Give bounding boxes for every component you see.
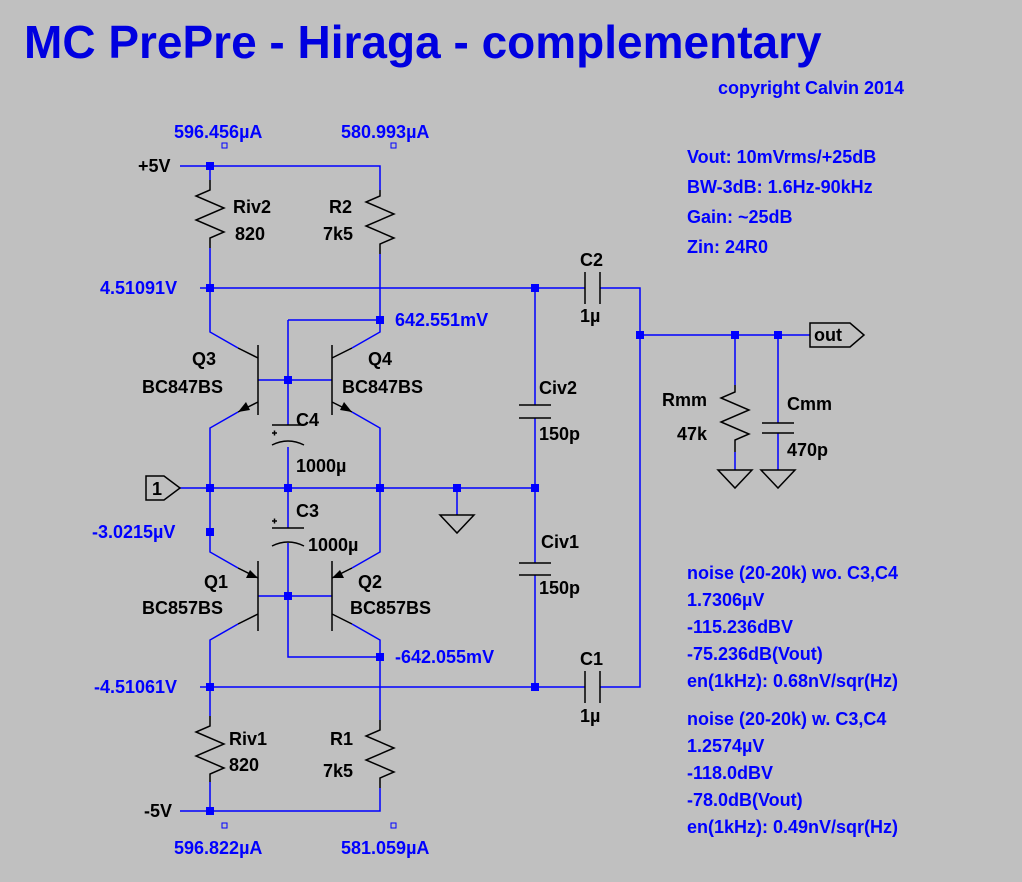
spec-block: Vout: 10mVrms/+25dB BW-3dB: 1.6Hz-90kHz … [687,147,876,257]
spec-zin: Zin: 24R0 [687,237,768,257]
c1-value: 1µ [580,706,600,726]
capacitor-c4-symbol [271,424,305,446]
probe-current-r1: 581.059µA [341,838,429,858]
probe-voltage-q2-collector: -642.055mV [395,647,494,667]
copyright-text: copyright Calvin 2014 [718,78,904,98]
c1-name: C1 [580,649,603,669]
input-port: 1 [145,475,182,501]
transistor-q3-symbol [237,345,259,415]
noise-with-block: noise (20-20k) w. C3,C4 1.2574µV -118.0d… [687,709,898,837]
output-port: out [809,322,866,348]
riv2-name: Riv2 [233,197,271,217]
input-port-label: 1 [152,479,162,499]
q2-value: BC857BS [350,598,431,618]
noise-w-title: noise (20-20k) w. C3,C4 [687,709,886,729]
noise-wo-volts: 1.7306µV [687,590,764,610]
spec-gain: Gain: ~25dB [687,207,793,227]
q4-value: BC847BS [342,377,423,397]
capacitor-civ2-symbol [519,404,551,419]
rmm-value: 47k [677,424,708,444]
supply-positive-label: +5V [138,156,171,176]
ground-symbol-cmm [759,469,797,490]
q1-value: BC857BS [142,598,223,618]
noise-w-en: en(1kHz): 0.49nV/sqr(Hz) [687,817,898,837]
civ1-value: 150p [539,578,580,598]
riv1-name: Riv1 [229,729,267,749]
resistor-riv1-symbol [194,716,226,782]
probe-voltage-q4-collector: 642.551mV [395,310,488,330]
probe-voltage-bottom: -4.51061V [94,677,177,697]
civ2-value: 150p [539,424,580,444]
noise-wo-dbv: -115.236dBV [687,617,793,637]
cmm-value: 470p [787,440,828,460]
riv1-value: 820 [229,755,259,775]
cmm-name: Cmm [787,394,832,414]
noise-wo-title: noise (20-20k) wo. C3,C4 [687,563,898,583]
spec-bandwidth: BW-3dB: 1.6Hz-90kHz [687,177,873,197]
c2-name: C2 [580,250,603,270]
r1-name: R1 [330,729,353,749]
transistor-q2-symbol [331,561,353,631]
probe-current-riv2: 596.456µA [174,122,262,142]
resistor-riv2-symbol [194,180,226,248]
civ2-name: Civ2 [539,378,577,398]
c3-name: C3 [296,501,319,521]
r2-name: R2 [329,197,352,217]
rmm-name: Rmm [662,390,707,410]
junction-dots [206,162,782,815]
output-port-label: out [814,325,842,345]
probe-current-r2: 580.993µA [341,122,429,142]
transistor-q4-symbol [331,345,353,415]
ground-symbol-rmm [716,469,754,490]
capacitor-c1-symbol [584,671,601,703]
civ1-name: Civ1 [541,532,579,552]
transistor-q1-symbol [237,561,259,631]
q3-name: Q3 [192,349,216,369]
noise-w-volts: 1.2574µV [687,736,764,756]
probe-markers [221,142,397,829]
capacitor-civ1-symbol [519,562,551,576]
spec-vout: Vout: 10mVrms/+25dB [687,147,876,167]
noise-wo-en: en(1kHz): 0.68nV/sqr(Hz) [687,671,898,691]
resistor-r2-symbol [364,190,396,254]
capacitor-c3-symbol [271,518,305,547]
probe-current-riv1: 596.822µA [174,838,262,858]
noise-wo-db-vout: -75.236dB(Vout) [687,644,823,664]
c4-name: C4 [296,410,319,430]
schematic-title: MC PrePre - Hiraga - complementary [24,16,822,68]
probe-voltage-top: 4.51091V [100,278,177,298]
ground-symbol-center [438,514,476,535]
resistor-rmm-symbol [719,385,751,452]
r1-value: 7k5 [323,761,353,781]
c2-value: 1µ [580,306,600,326]
capacitor-cmm-symbol [762,422,794,434]
c3-value: 1000µ [308,535,358,555]
q2-name: Q2 [358,572,382,592]
noise-w-dbv: -118.0dBV [687,763,773,783]
noise-without-block: noise (20-20k) wo. C3,C4 1.7306µV -115.2… [687,563,898,691]
probe-voltage-input: -3.0215µV [92,522,175,542]
resistor-r1-symbol [364,720,396,788]
q4-name: Q4 [368,349,392,369]
riv2-value: 820 [235,224,265,244]
q1-name: Q1 [204,572,228,592]
supply-negative-label: -5V [144,801,172,821]
noise-w-db-vout: -78.0dB(Vout) [687,790,803,810]
q3-value: BC847BS [142,377,223,397]
c4-value: 1000µ [296,456,346,476]
r2-value: 7k5 [323,224,353,244]
capacitor-c2-symbol [584,272,601,304]
